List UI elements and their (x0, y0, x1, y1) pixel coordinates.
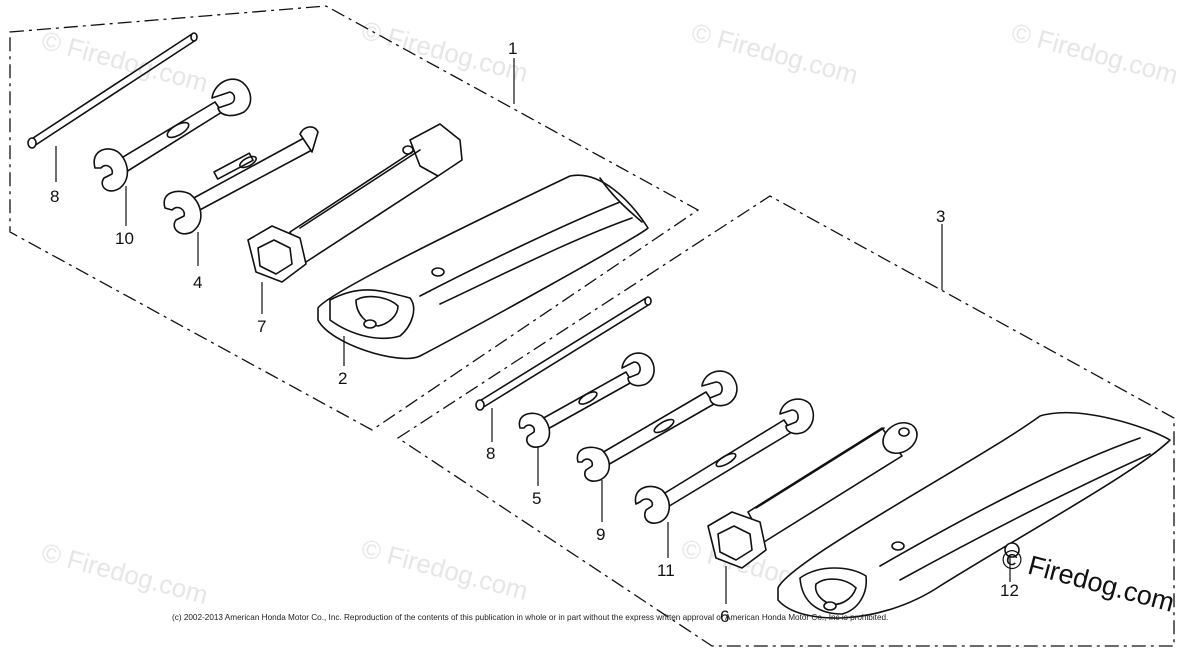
pin-spanner-bar-b (475, 296, 652, 411)
tool-bag-a (317, 174, 649, 360)
box-wrench-7 (247, 123, 463, 283)
open-end-wrench-10 (93, 78, 252, 192)
callout-bar-a: 8 (50, 187, 59, 206)
callout-wrench-10: 10 (115, 229, 134, 248)
open-end-wrench-9 (576, 370, 738, 482)
open-end-wrench-5 (518, 352, 655, 448)
leader-lines (55, 58, 1011, 604)
watermark-text: © Firedog.com (38, 537, 211, 610)
tool-bag-b (777, 411, 1171, 619)
callout-box-wrench-6: 6 (720, 607, 729, 626)
clip-ring (1004, 542, 1020, 558)
watermark-text: © Firedog.com (358, 533, 531, 606)
callout-wrench-4: 4 (193, 273, 202, 292)
callout-bar-b: 8 (486, 444, 495, 463)
callout-set-a: 1 (508, 39, 517, 58)
callout-bag-a: 2 (338, 369, 347, 388)
watermark-text: © Firedog.com (1008, 17, 1180, 90)
open-end-wrench-4 (163, 126, 319, 235)
tool-set-b-panel (396, 195, 1175, 647)
pin-spanner-bar-a (27, 32, 198, 149)
callout-box-wrench-7: 7 (257, 317, 266, 336)
callout-set-b: 3 (936, 207, 945, 226)
tool-set-a-panel (9, 5, 700, 431)
open-end-wrench-11 (634, 398, 815, 524)
callout-clip: 12 (1000, 581, 1019, 600)
watermark-text: © Firedog.com (688, 17, 861, 90)
callout-wrench-9: 9 (596, 525, 605, 544)
box-wrench-6 (707, 421, 918, 569)
callout-wrench-5: 5 (532, 489, 541, 508)
watermark-text: © Firedog.com (358, 15, 531, 88)
copyright-notice: (c) 2002-2013 American Honda Motor Co., … (172, 613, 888, 622)
callout-layer: 1 3 8 10 4 7 2 8 5 9 11 6 12 (50, 39, 1019, 626)
watermark-brand: © Firedog.com (998, 543, 1177, 618)
callout-wrench-11: 11 (657, 561, 675, 580)
